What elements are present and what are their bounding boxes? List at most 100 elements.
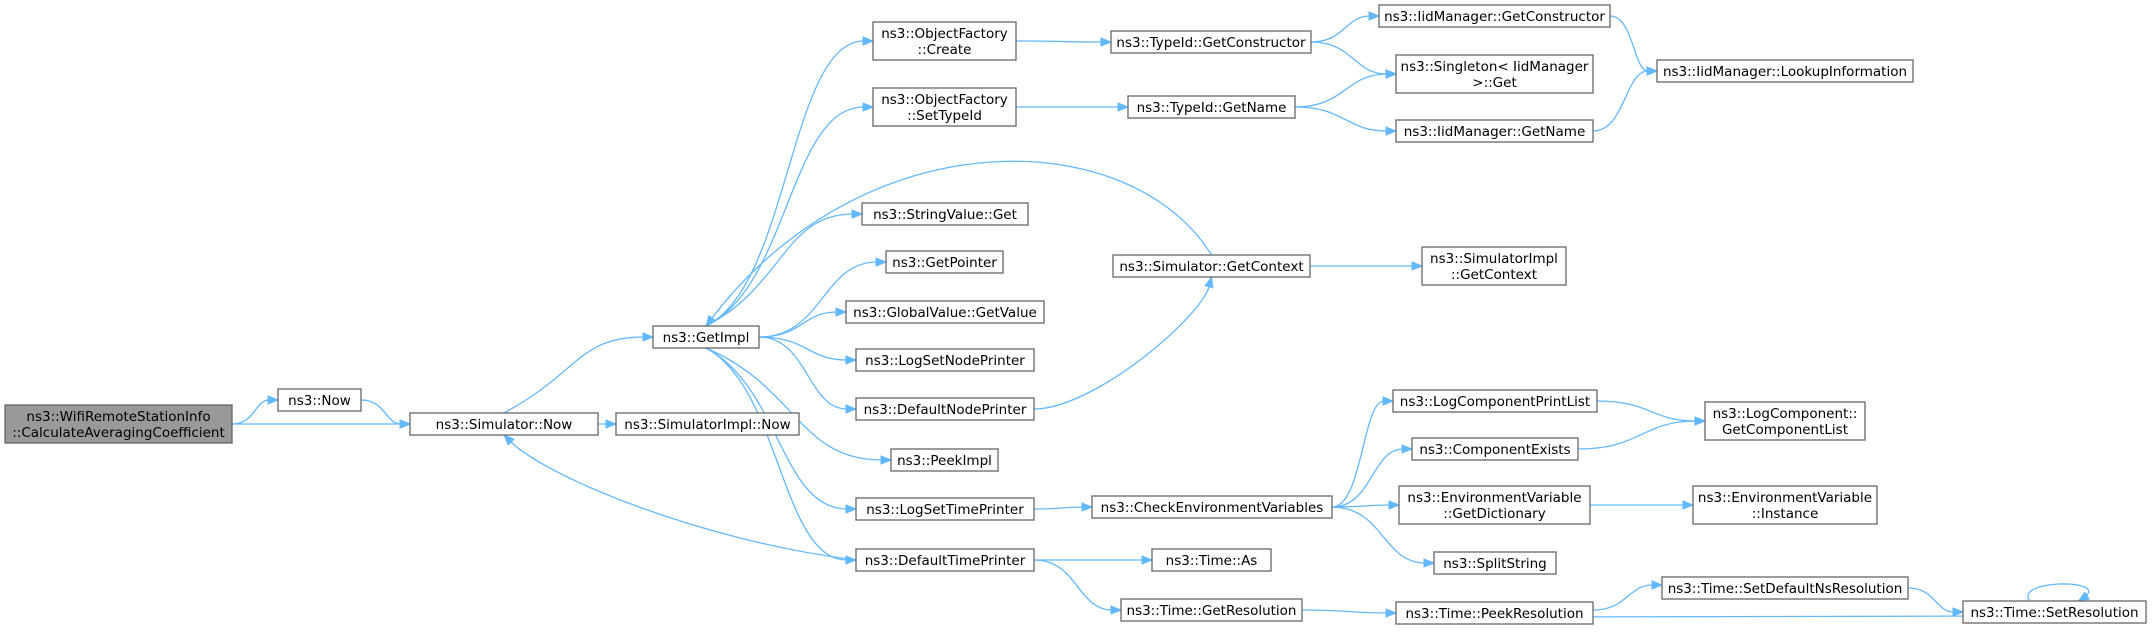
edge-getimpl-to-of_settypeid — [705, 102, 875, 327]
node-box — [1395, 601, 1594, 625]
node-envvar-instance[interactable]: ns3::EnvironmentVariable::Instance — [1692, 485, 1878, 525]
node-of-create[interactable]: ns3::ObjectFactory::Create — [872, 21, 1017, 61]
edge-defaulttimeprinter-to-sim_now — [503, 434, 857, 561]
node-box — [855, 397, 1035, 421]
node-label: ns3::Time::As — [1166, 553, 1258, 569]
node-typeid-getname[interactable]: ns3::TypeId::GetName — [1127, 95, 1296, 119]
edge-checkenv-to-logcomponentprintlist — [1331, 396, 1395, 508]
node-label: ns3::PeekImpl — [897, 453, 992, 469]
node-iid-getconstructor[interactable]: ns3::IidManager::GetConstructor — [1378, 4, 1611, 28]
node-label: ::Instance — [1752, 506, 1819, 522]
node-getimpl[interactable]: ns3::GetImpl — [652, 325, 760, 349]
edge-time_setresolution-to-time_peekresolution — [1556, 612, 1994, 622]
node-logsettimeprinter[interactable]: ns3::LogSetTimePrinter — [855, 497, 1035, 521]
node-label: ns3::Simulator::Now — [436, 417, 573, 433]
edge-typeid_getconstructor-to-iid_getconstructor — [1310, 11, 1381, 43]
node-stringvalue-get[interactable]: ns3::StringValue::Get — [861, 202, 1029, 226]
node-componentexists[interactable]: ns3::ComponentExists — [1411, 437, 1579, 461]
node-box — [1661, 576, 1909, 600]
node-logsetnodeprinter[interactable]: ns3::LogSetNodePrinter — [855, 348, 1035, 372]
edge-getimpl-to-defaulttimeprinter — [705, 347, 858, 565]
call-graph-edges — [231, 11, 2090, 622]
edge-componentexists-to-logcomponent_getcomponentlist — [1577, 416, 1707, 450]
edge-defaultnodeprinter-to-sim_getcontext — [1033, 275, 1214, 410]
node-label: ns3::LogSetNodePrinter — [865, 353, 1025, 369]
edge-of_settypeid-to-typeid_getname — [1016, 102, 1130, 112]
edge-getimpl-to-getpointer — [758, 257, 888, 338]
node-time-setdefaultnsresolution[interactable]: ns3::Time::SetDefaultNsResolution — [1661, 576, 1909, 600]
edge-defaulttimeprinter-to-time_getresolution — [1033, 559, 1123, 615]
node-box — [1962, 600, 2147, 624]
node-time-as[interactable]: ns3::Time::As — [1151, 548, 1272, 572]
node-iid-lookupinformation[interactable]: ns3::IidManager::LookupInformation — [1656, 59, 1914, 83]
node-label: ns3::Singleton< IidManager — [1401, 59, 1589, 75]
node-time-peekresolution[interactable]: ns3::Time::PeekResolution — [1395, 601, 1594, 625]
node-box — [855, 497, 1035, 521]
node-time-getresolution[interactable]: ns3::Time::GetResolution — [1120, 598, 1303, 622]
node-label: ::SetTypeId — [907, 108, 982, 124]
node-typeid-getconstructor[interactable]: ns3::TypeId::GetConstructor — [1110, 30, 1312, 54]
node-box — [1411, 437, 1579, 461]
node-box — [4, 404, 233, 444]
edge-checkenv-to-componentexists — [1331, 444, 1414, 508]
node-box — [1433, 551, 1557, 575]
node-label: ns3::Simulator::GetContext — [1119, 259, 1303, 275]
edge-getimpl-to-defaultnodeprinter — [758, 336, 858, 414]
edge-logsettimeprinter-to-checkenv — [1033, 502, 1094, 512]
node-label: ns3::GlobalValue::GetValue — [853, 305, 1037, 321]
node-box — [861, 202, 1029, 226]
node-simimpl-now[interactable]: ns3::SimulatorImpl::Now — [615, 412, 800, 436]
node-label: ns3::TypeId::GetName — [1137, 100, 1287, 116]
edge-typeid_getname-to-iid_getname — [1294, 106, 1398, 136]
node-iid-getname[interactable]: ns3::IidManager::GetName — [1395, 119, 1594, 143]
node-box — [1151, 548, 1272, 572]
node-label: ns3::GetPointer — [892, 255, 997, 271]
node-label: ns3::CheckEnvironmentVariables — [1101, 500, 1324, 516]
node-checkenv[interactable]: ns3::CheckEnvironmentVariables — [1091, 495, 1333, 519]
node-label: ns3::DefaultTimePrinter — [865, 553, 1026, 569]
node-getpointer[interactable]: ns3::GetPointer — [885, 250, 1004, 274]
node-peekimpl[interactable]: ns3::PeekImpl — [890, 448, 999, 472]
node-singleton-get[interactable]: ns3::Singleton< IidManager>::Get — [1395, 54, 1594, 94]
node-label: ns3::SimulatorImpl::Now — [624, 417, 790, 433]
node-box — [1112, 254, 1311, 278]
node-label: ns3::LogSetTimePrinter — [866, 502, 1024, 518]
edge-typeid_getconstructor-to-singleton_get — [1310, 41, 1398, 79]
node-sim-now[interactable]: ns3::Simulator::Now — [409, 412, 599, 436]
edge-time_setresolution-to-time_setresolution — [2027, 583, 2090, 602]
node-splitstring[interactable]: ns3::SplitString — [1433, 551, 1557, 575]
node-label: ns3::ObjectFactory — [881, 92, 1008, 108]
node-defaultnodeprinter[interactable]: ns3::DefaultNodePrinter — [855, 397, 1035, 421]
node-envvar-getdictionary[interactable]: ns3::EnvironmentVariable::GetDictionary — [1398, 485, 1591, 525]
call-graph-nodes: ns3::WifiRemoteStationInfo::CalculateAve… — [4, 4, 2147, 625]
edge-root-to-now — [231, 395, 280, 425]
node-box — [890, 448, 999, 472]
node-logcomponent-getcomponentlist[interactable]: ns3::LogComponent::GetComponentList — [1704, 401, 1866, 441]
node-now[interactable]: ns3::Now — [277, 388, 362, 412]
node-defaulttimeprinter[interactable]: ns3::DefaultTimePrinter — [855, 548, 1035, 572]
node-label: ns3::SplitString — [1443, 556, 1547, 572]
node-label: ns3::WifiRemoteStationInfo — [26, 409, 210, 425]
edge-getimpl-to-logsettimeprinter — [705, 347, 858, 514]
node-globalvalue-getvalue[interactable]: ns3::GlobalValue::GetValue — [845, 300, 1045, 324]
node-label: ns3::Time::SetResolution — [1970, 605, 2138, 621]
node-label: ns3::Now — [288, 393, 351, 409]
node-box — [652, 325, 760, 349]
node-logcomponentprintlist[interactable]: ns3::LogComponentPrintList — [1392, 389, 1598, 413]
edge-getimpl-to-of_create — [705, 36, 875, 327]
node-label: ns3::IidManager::GetName — [1404, 124, 1586, 140]
edge-iid_getname-to-iid_lookupinformation — [1592, 66, 1659, 132]
node-label: ns3::Time::PeekResolution — [1405, 606, 1583, 622]
node-label: ns3::ObjectFactory — [881, 26, 1008, 42]
node-simimpl-getcontext[interactable]: ns3::SimulatorImpl::GetContext — [1421, 246, 1567, 286]
node-box — [855, 548, 1035, 572]
node-box — [277, 388, 362, 412]
node-of-settypeid[interactable]: ns3::ObjectFactory::SetTypeId — [872, 87, 1017, 127]
node-label: ns3::LogComponent:: — [1713, 406, 1858, 422]
node-label: ns3::TypeId::GetConstructor — [1116, 35, 1306, 51]
node-time-setresolution[interactable]: ns3::Time::SetResolution — [1962, 600, 2147, 624]
node-root[interactable]: ns3::WifiRemoteStationInfo::CalculateAve… — [4, 404, 233, 444]
node-sim-getcontext[interactable]: ns3::Simulator::GetContext — [1112, 254, 1311, 278]
node-label: GetComponentList — [1722, 422, 1848, 438]
